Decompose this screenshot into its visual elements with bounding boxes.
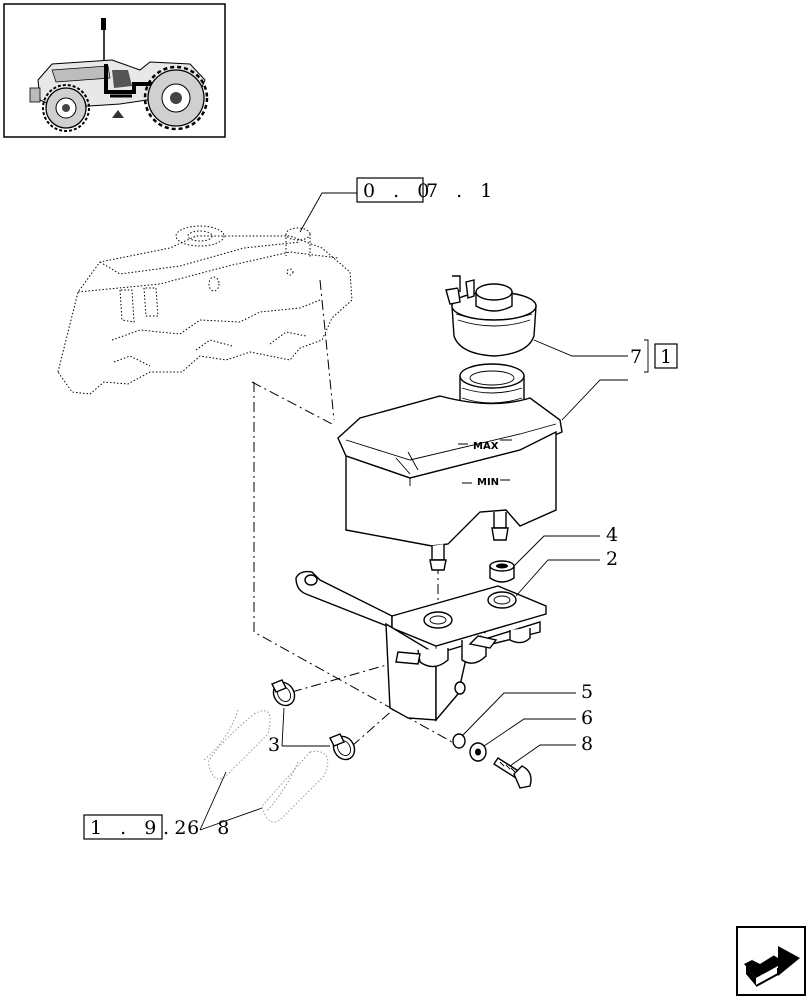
callout-5: 5 xyxy=(581,681,593,703)
leader-8 xyxy=(509,744,576,767)
kit-box-number: 1 xyxy=(660,346,672,368)
reference-top-boxed: 0 . 0 xyxy=(363,180,435,202)
callout-3: 3 xyxy=(268,734,280,756)
reference-bottom-tail: . 6 8 xyxy=(163,817,235,839)
dashdot-frame-path xyxy=(253,382,453,743)
leader-bottom-ref xyxy=(199,771,263,831)
reference-label-bottom[interactable]: 1 . 9 2 . 6 8 xyxy=(83,814,235,840)
callout-7: 7 xyxy=(630,346,642,368)
dashdot-clamp-upper xyxy=(291,659,405,693)
callout-7-bracket xyxy=(644,339,649,373)
bolt-part-8[interactable] xyxy=(493,757,532,789)
callout-6: 6 xyxy=(581,707,593,729)
callout-2: 2 xyxy=(606,548,618,570)
leader-4 xyxy=(513,535,600,567)
callout-8: 8 xyxy=(581,733,593,755)
reference-top-tail: 7 . 1 xyxy=(426,180,498,202)
tank-min-label: MIN xyxy=(477,477,499,488)
reservoir-cap[interactable] xyxy=(445,275,537,357)
kit-reference-box[interactable]: 1 xyxy=(654,343,678,369)
mounting-bracket[interactable] xyxy=(295,570,547,722)
leader-7-tank xyxy=(561,379,628,421)
hose-ghost-outlines xyxy=(203,709,329,823)
tank-max-label: MAX xyxy=(473,441,499,452)
leader-5 xyxy=(461,692,576,737)
leader-2 xyxy=(515,559,600,597)
washer-part-5[interactable] xyxy=(452,733,466,749)
leader-6 xyxy=(483,718,576,747)
reference-label-top[interactable]: 0 . 0 7 . 1 xyxy=(356,177,498,203)
hose-clamp-upper[interactable] xyxy=(269,679,298,710)
dashdot-engine-vertical xyxy=(319,279,335,421)
dashdot-engine-to-tank xyxy=(251,381,333,425)
leader-7-cap xyxy=(533,339,628,357)
leader-top-ref xyxy=(299,192,357,233)
leader-3 xyxy=(281,707,330,747)
callout-4: 4 xyxy=(606,524,618,546)
hose-clamp-lower[interactable] xyxy=(329,733,358,764)
washer-part-6[interactable] xyxy=(469,742,487,762)
reference-bottom-boxed: 1 . 9 2 xyxy=(90,817,192,839)
next-page-arrow-icon[interactable] xyxy=(736,926,806,996)
brake-fluid-reservoir[interactable]: MAX MIN xyxy=(337,363,563,571)
grommet-part-4[interactable] xyxy=(489,560,515,583)
tractor-thumbnail-icon xyxy=(3,3,226,138)
engine-casting-outline xyxy=(57,225,353,395)
